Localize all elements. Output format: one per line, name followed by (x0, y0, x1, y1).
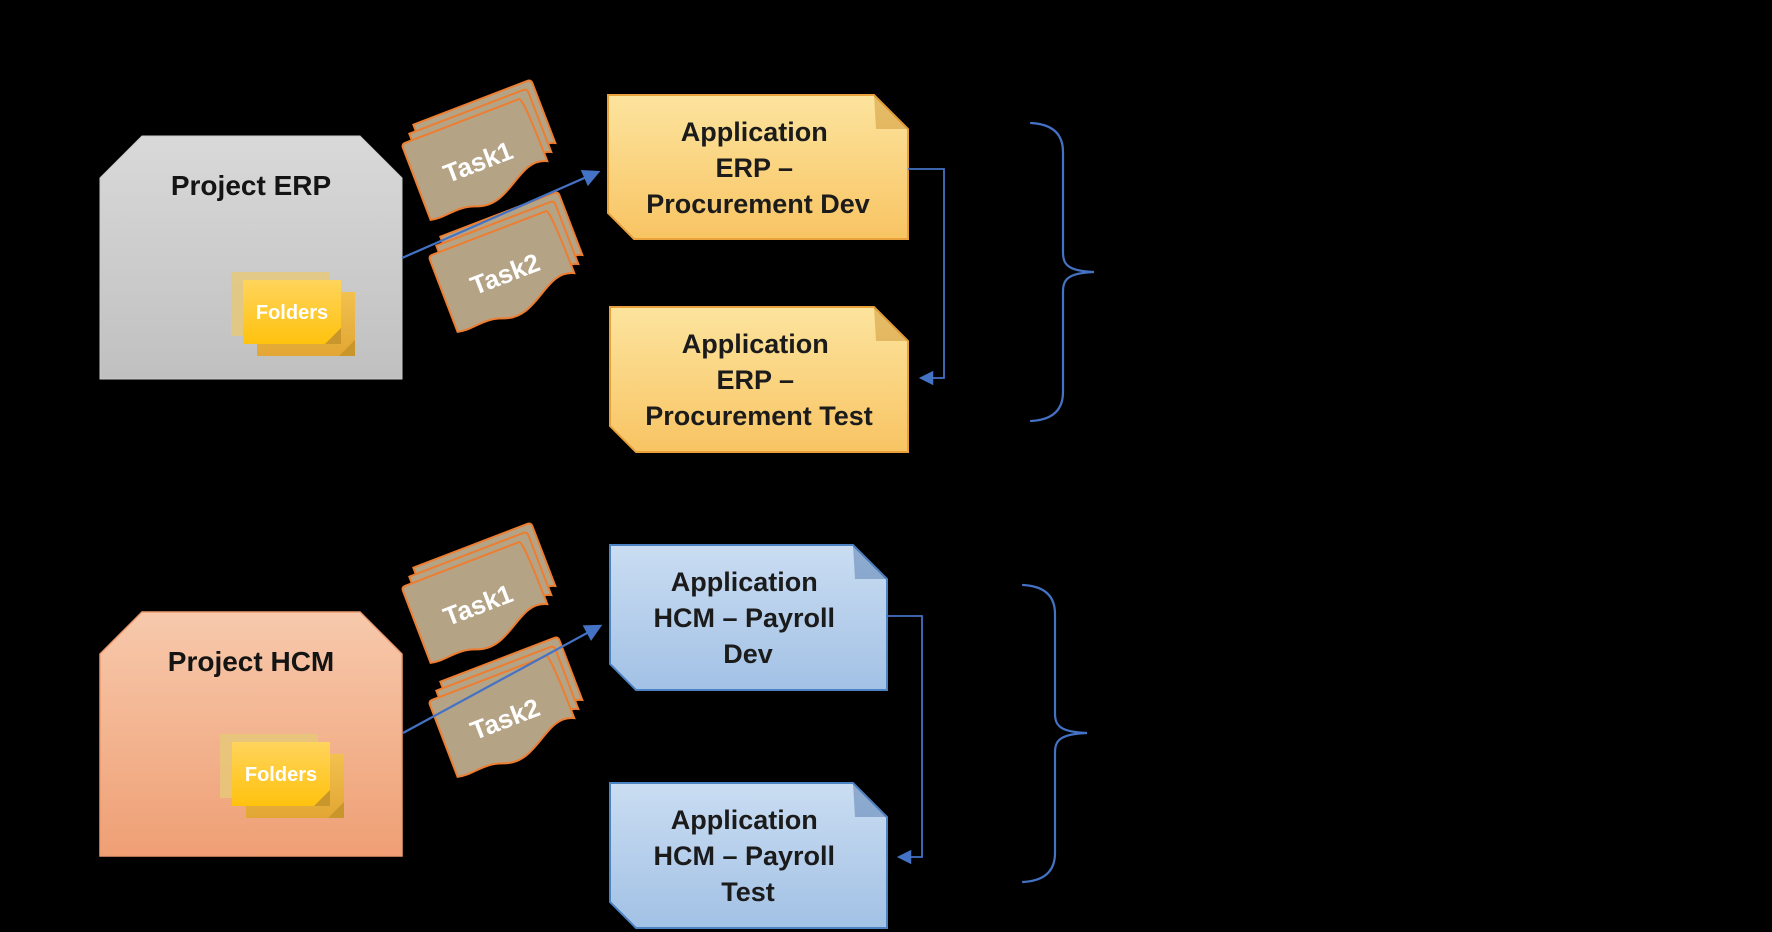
fold-corner-icon (874, 307, 908, 341)
task2-stack-icon: Task2 (428, 191, 584, 333)
arrow-erp-project-to-dev (401, 169, 601, 260)
project-hcm-label: Project HCM (168, 646, 334, 677)
app-hcm-dev-line2: HCM – Payroll (653, 603, 835, 633)
folder-dog-ear-icon (339, 340, 355, 356)
folders-label: Folders (245, 764, 317, 786)
app-hcm-dev-box (609, 544, 888, 691)
folders-label: Folders (256, 302, 328, 324)
folder-card-front-icon (232, 742, 330, 806)
hcm-group: Project HCM Folders Task1 Task2 (99, 522, 1088, 929)
connector-erp-dev-to-test (908, 168, 945, 386)
app-hcm-test-line2: HCM – Payroll (653, 841, 835, 871)
app-erp-dev-line1: Application (681, 117, 828, 147)
app-erp-test-line1: Application (682, 329, 829, 359)
task-doc-front-icon (428, 210, 576, 333)
app-erp-dev-label: Application ERP – Procurement Dev (646, 117, 870, 219)
fold-corner-icon (853, 783, 887, 817)
task2-stack-icon: Task2 (428, 636, 584, 778)
fold-corner-icon (874, 95, 908, 129)
task-doc-front-icon (401, 541, 549, 664)
folders-stack-icon: Folders (231, 272, 355, 356)
project-erp-label: Project ERP (171, 170, 331, 201)
app-hcm-test-label: Application HCM – Payroll Test (653, 805, 842, 907)
app-erp-dev-line2: ERP – (715, 153, 793, 183)
task-doc-front-icon (428, 655, 576, 778)
app-erp-dev-box (607, 94, 909, 240)
app-hcm-dev-line3: Dev (723, 639, 773, 669)
task-doc-front-icon (401, 98, 549, 221)
app-erp-test-line3: Procurement Test (645, 401, 873, 431)
app-erp-dev-line3: Procurement Dev (646, 189, 870, 219)
app-erp-test-box (609, 306, 909, 453)
erp-group: Project ERP Folders Task1 Task2 (99, 79, 1095, 453)
app-hcm-test-line3: Test (721, 877, 775, 907)
task1-stack-icon: Task1 (401, 522, 557, 664)
app-erp-test-line2: ERP – (716, 365, 794, 395)
app-hcm-dev-label: Application HCM – Payroll Dev (653, 567, 842, 669)
app-hcm-test-box (609, 782, 888, 929)
connector-hcm-dev-to-test (887, 615, 923, 865)
fold-corner-icon (853, 545, 887, 579)
app-erp-test-label: Application ERP – Procurement Test (645, 329, 873, 431)
app-hcm-test-line1: Application (671, 805, 818, 835)
folder-dog-ear-icon (314, 790, 330, 806)
folder-dog-ear-icon (325, 328, 341, 344)
folders-stack-icon: Folders (220, 734, 344, 818)
app-hcm-dev-line1: Application (671, 567, 818, 597)
folder-dog-ear-icon (328, 802, 344, 818)
curly-brace-hcm-icon (1021, 583, 1088, 884)
curly-brace-erp-icon (1029, 121, 1095, 423)
task1-stack-icon: Task1 (401, 79, 557, 221)
arrow-hcm-project-to-dev (402, 624, 603, 734)
folder-card-front-icon (243, 280, 341, 344)
